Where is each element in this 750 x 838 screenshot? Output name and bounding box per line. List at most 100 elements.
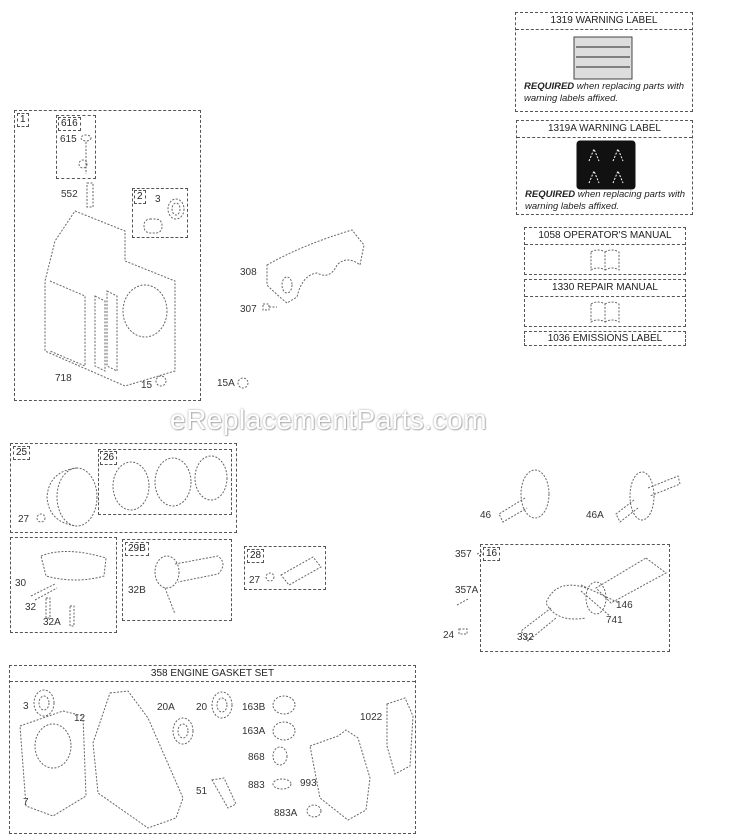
gasket-set-title: 358 ENGINE GASKET SET [10, 666, 415, 682]
tube-part [86, 182, 94, 208]
part-label[interactable]: 15 [141, 380, 153, 391]
part-label[interactable]: 332 [517, 632, 534, 643]
part-label[interactable]: 46A [586, 510, 604, 521]
clip-part [265, 572, 275, 582]
gasket-part [211, 777, 237, 809]
part-label[interactable]: 32 [25, 602, 37, 613]
gasket-part [272, 746, 288, 766]
clip-part [36, 513, 46, 523]
part-label[interactable]: 20 [196, 702, 208, 713]
part-label[interactable]: 357A [455, 585, 479, 596]
part-label[interactable]: 883 [248, 780, 265, 791]
dipstick-subgroup[interactable]: 616 615 [56, 115, 96, 179]
emissions-label-title: 1036 EMISSIONS LABEL [547, 333, 663, 344]
piston-pin-group[interactable]: 28 27 [244, 546, 326, 590]
pin-part [452, 548, 453, 549]
required-text: REQUIRED [524, 81, 575, 92]
warning-triangles-icon [576, 140, 636, 190]
group-tag-16: 16 [483, 547, 501, 561]
head-gasket-part [19, 710, 87, 817]
crankcase-gasket-part [92, 690, 184, 829]
part-label[interactable]: 32B [128, 585, 146, 596]
part-label[interactable]: 12 [74, 713, 86, 724]
cover-gasket-part [386, 697, 414, 775]
blower-housing-part [266, 229, 365, 304]
part-label[interactable]: 552 [61, 189, 78, 200]
required-note: when replacing parts with warning labels… [524, 81, 684, 104]
connecting-rod-group[interactable]: 29B 32B [122, 539, 232, 621]
warning-label-1319a-title: 1319A WARNING LABEL [517, 121, 692, 138]
bolt-part [69, 605, 75, 627]
leader-lines [580, 584, 620, 618]
part-label[interactable]: 1022 [360, 712, 383, 723]
cylinder-group[interactable]: 1 616 615 552 2 3 718 15 [14, 110, 201, 401]
dowel-part [452, 546, 453, 547]
plug-part [237, 377, 249, 389]
seal-part [172, 717, 194, 745]
dowel-part [456, 598, 469, 606]
group-tag-28: 28 [247, 549, 265, 563]
part-label[interactable]: 163A [242, 726, 266, 737]
piston-part [46, 467, 98, 527]
part-label[interactable]: 3 [23, 701, 29, 712]
part-label[interactable]: 357 [455, 549, 472, 560]
gasket-part [306, 804, 322, 818]
breather-group[interactable]: 30 32 32A [10, 537, 117, 633]
group-tag-25: 25 [13, 446, 31, 460]
part-label[interactable]: 24 [443, 630, 455, 641]
group-tag-616: 616 [58, 117, 81, 131]
part-label[interactable]: 615 [60, 134, 77, 145]
part-label[interactable]: 51 [196, 786, 208, 797]
repair-manual-box[interactable]: 1330 REPAIR MANUAL [524, 279, 686, 327]
camshaft-part [615, 471, 681, 523]
required-note: when replacing parts with warning labels… [525, 189, 685, 212]
part-label[interactable]: 163B [242, 702, 266, 713]
crankshaft-group[interactable]: 16 146 741 332 [480, 544, 670, 652]
part-label[interactable]: 27 [249, 575, 261, 586]
warning-label-1319-box[interactable]: 1319 WARNING LABEL REQUIRED when replaci… [515, 12, 693, 112]
part-label[interactable]: 741 [606, 615, 623, 626]
part-label[interactable]: 308 [240, 267, 257, 278]
part-label[interactable]: 3 [155, 194, 161, 205]
piston-group[interactable]: 25 27 26 [10, 443, 237, 533]
warning-label-icon [573, 36, 633, 80]
cylinder-block-part [44, 210, 176, 387]
bolt-part [45, 597, 51, 619]
part-label[interactable]: 307 [240, 304, 257, 315]
connecting-rod-part [154, 555, 224, 615]
crankshaft-part [520, 557, 667, 642]
seal-subgroup[interactable]: 2 3 [132, 188, 188, 238]
part-label[interactable]: 883A [274, 808, 298, 819]
operators-manual-box[interactable]: 1058 OPERATOR'S MANUAL [524, 227, 686, 275]
seal-part [33, 689, 55, 717]
part-label[interactable]: 30 [15, 578, 27, 589]
part-label[interactable]: 27 [18, 514, 30, 525]
part-label[interactable]: 15A [217, 378, 235, 389]
key-part [458, 628, 468, 635]
part-label[interactable]: 868 [248, 752, 265, 763]
key-part [453, 548, 454, 549]
repair-manual-title: 1330 REPAIR MANUAL [525, 280, 685, 297]
warning-label-1319a-box[interactable]: 1319A WARNING LABEL REQUIRED when replac… [516, 120, 693, 215]
group-tag-26: 26 [100, 451, 118, 465]
valve-cover-gasket-part [309, 729, 371, 821]
breather-part [40, 550, 107, 581]
rings-part [112, 455, 228, 511]
warning-label-1319-title: 1319 WARNING LABEL [516, 13, 692, 30]
seal-part [211, 691, 233, 719]
part-label[interactable]: 20A [157, 702, 175, 713]
gasket-part [272, 721, 296, 741]
piston-rings-subgroup[interactable]: 26 [98, 449, 232, 515]
part-label[interactable]: 993 [300, 778, 317, 789]
gasket-part [272, 695, 296, 715]
part-label[interactable]: 146 [616, 600, 633, 611]
gasket-set-group[interactable]: 358 ENGINE GASKET SET 3 12 20A 20 163B 1… [9, 665, 416, 834]
part-label[interactable]: 46 [480, 510, 492, 521]
emissions-label-box[interactable]: 1036 EMISSIONS LABEL [524, 331, 686, 346]
part-label[interactable]: 32A [43, 617, 61, 628]
book-icon [590, 301, 620, 323]
screw-part [262, 303, 277, 311]
part-label[interactable]: 718 [55, 373, 72, 384]
dipstick-part [78, 134, 92, 174]
gasket-part [272, 778, 292, 790]
